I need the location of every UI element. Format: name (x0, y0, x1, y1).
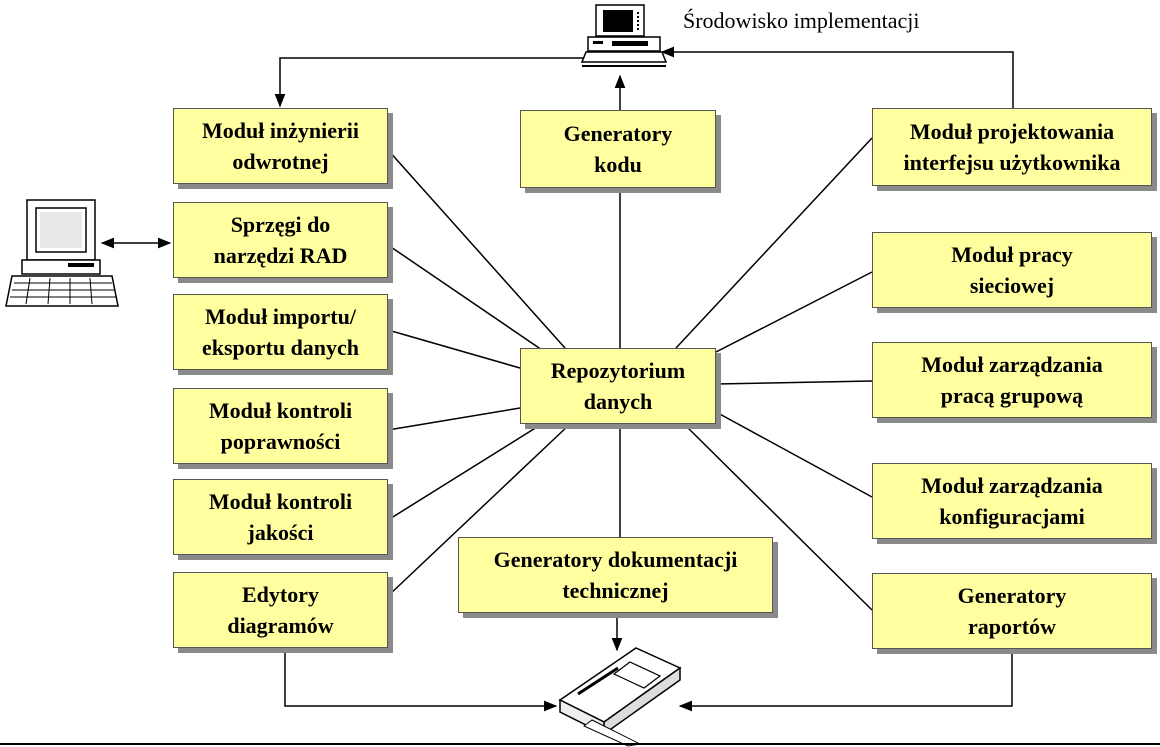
box-ui-design-module: Moduł projektowania interfejsu użytkownik… (872, 108, 1152, 186)
box-line-2: technicznej (562, 578, 669, 603)
box-diagram-editors: Edytory diagramów (173, 572, 388, 648)
box-line-1: Generatory dokumentacji (493, 547, 738, 572)
connector-validation (387, 407, 521, 431)
box-reverse-engineering-module: Moduł inżynierii odwrotnej (173, 108, 388, 184)
box-line-2: narzędzi RAD (213, 243, 348, 268)
box-report-generators: Generatory raportów (872, 573, 1152, 649)
connector-group-work (715, 380, 873, 385)
box-line-2: odwrotnej (232, 149, 329, 174)
box-line-2: kodu (594, 152, 642, 177)
box-line-1: Edytory (241, 582, 319, 607)
box-line-1: Moduł zarządzania (921, 352, 1103, 377)
connector-quality (387, 421, 546, 521)
box-line-2: jakości (247, 520, 314, 545)
box-network-module: Moduł pracy sieciowej (872, 232, 1152, 308)
box-line-2: danych (583, 389, 653, 414)
arrow-ui-design-to-env (660, 46, 1014, 108)
connector-ui-design (675, 137, 873, 349)
box-line-2: sieciowej (969, 273, 1055, 298)
box-line-2: diagramów (227, 613, 334, 638)
box-line-1: Moduł kontroli (208, 398, 353, 423)
box-line-1: Moduł pracy (951, 242, 1073, 267)
box-line-1: Moduł importu/ (205, 304, 356, 329)
bottom-divider (0, 743, 1160, 745)
connector-lines (387, 137, 873, 611)
printer-icon (558, 647, 682, 747)
connector-network (715, 271, 873, 353)
box-line-2: raportów (968, 614, 1056, 639)
box-line-2: interfejsu użytkownika (903, 150, 1121, 175)
box-group-work-module: Moduł zarządzania pracą grupową (872, 342, 1152, 418)
box-line-1: Generatory (563, 121, 673, 146)
box-rad-interfaces: Sprzęgi do narzędzi RAD (173, 202, 388, 278)
connector-import-export (387, 329, 521, 369)
arrow-lines (100, 46, 1014, 712)
box-line-1: Sprzęgi do (230, 212, 331, 237)
box-line-2: pracą grupową (940, 383, 1084, 408)
box-line-1: Moduł kontroli (208, 489, 353, 514)
box-line-1: Generatory (957, 583, 1067, 608)
desktop-computer-icon (5, 199, 119, 307)
box-quality-module: Moduł kontroli jakości (173, 479, 388, 555)
box-line-2: eksportu danych (201, 335, 360, 360)
box-data-repository: Repozytorium danych (520, 348, 716, 424)
box-line-1: Moduł zarządzania (921, 473, 1103, 498)
box-documentation-generators: Generatory dokumentacji technicznej (458, 537, 773, 613)
box-configuration-module: Moduł zarządzania konfiguracjami (872, 463, 1152, 539)
box-line-1: Moduł projektowania (909, 119, 1115, 144)
connector-reverse-eng (387, 149, 566, 349)
connector-diagram-editors (387, 423, 571, 597)
arrow-diagram-editors-to-printer (284, 652, 558, 712)
connector-rad (387, 244, 546, 353)
environment-label: Środowisko implementacji (683, 8, 920, 33)
workstation-icon (580, 4, 668, 67)
box-code-generators: Generatory kodu (520, 110, 716, 188)
arrow-env-to-reverse-eng (274, 57, 588, 108)
box-validation-module: Moduł kontroli poprawności (173, 388, 388, 464)
box-line-1: Repozytorium (550, 358, 686, 383)
box-line-2: poprawności (220, 429, 341, 454)
box-line-2: konfiguracjami (939, 504, 1085, 529)
arrow-report-gen-to-printer (678, 652, 1013, 712)
connector-config (715, 411, 873, 498)
box-line-1: Moduł inżynierii (201, 118, 360, 143)
connector-report-gen (683, 423, 873, 611)
box-import-export-module: Moduł importu/eksportu danych (173, 294, 388, 370)
